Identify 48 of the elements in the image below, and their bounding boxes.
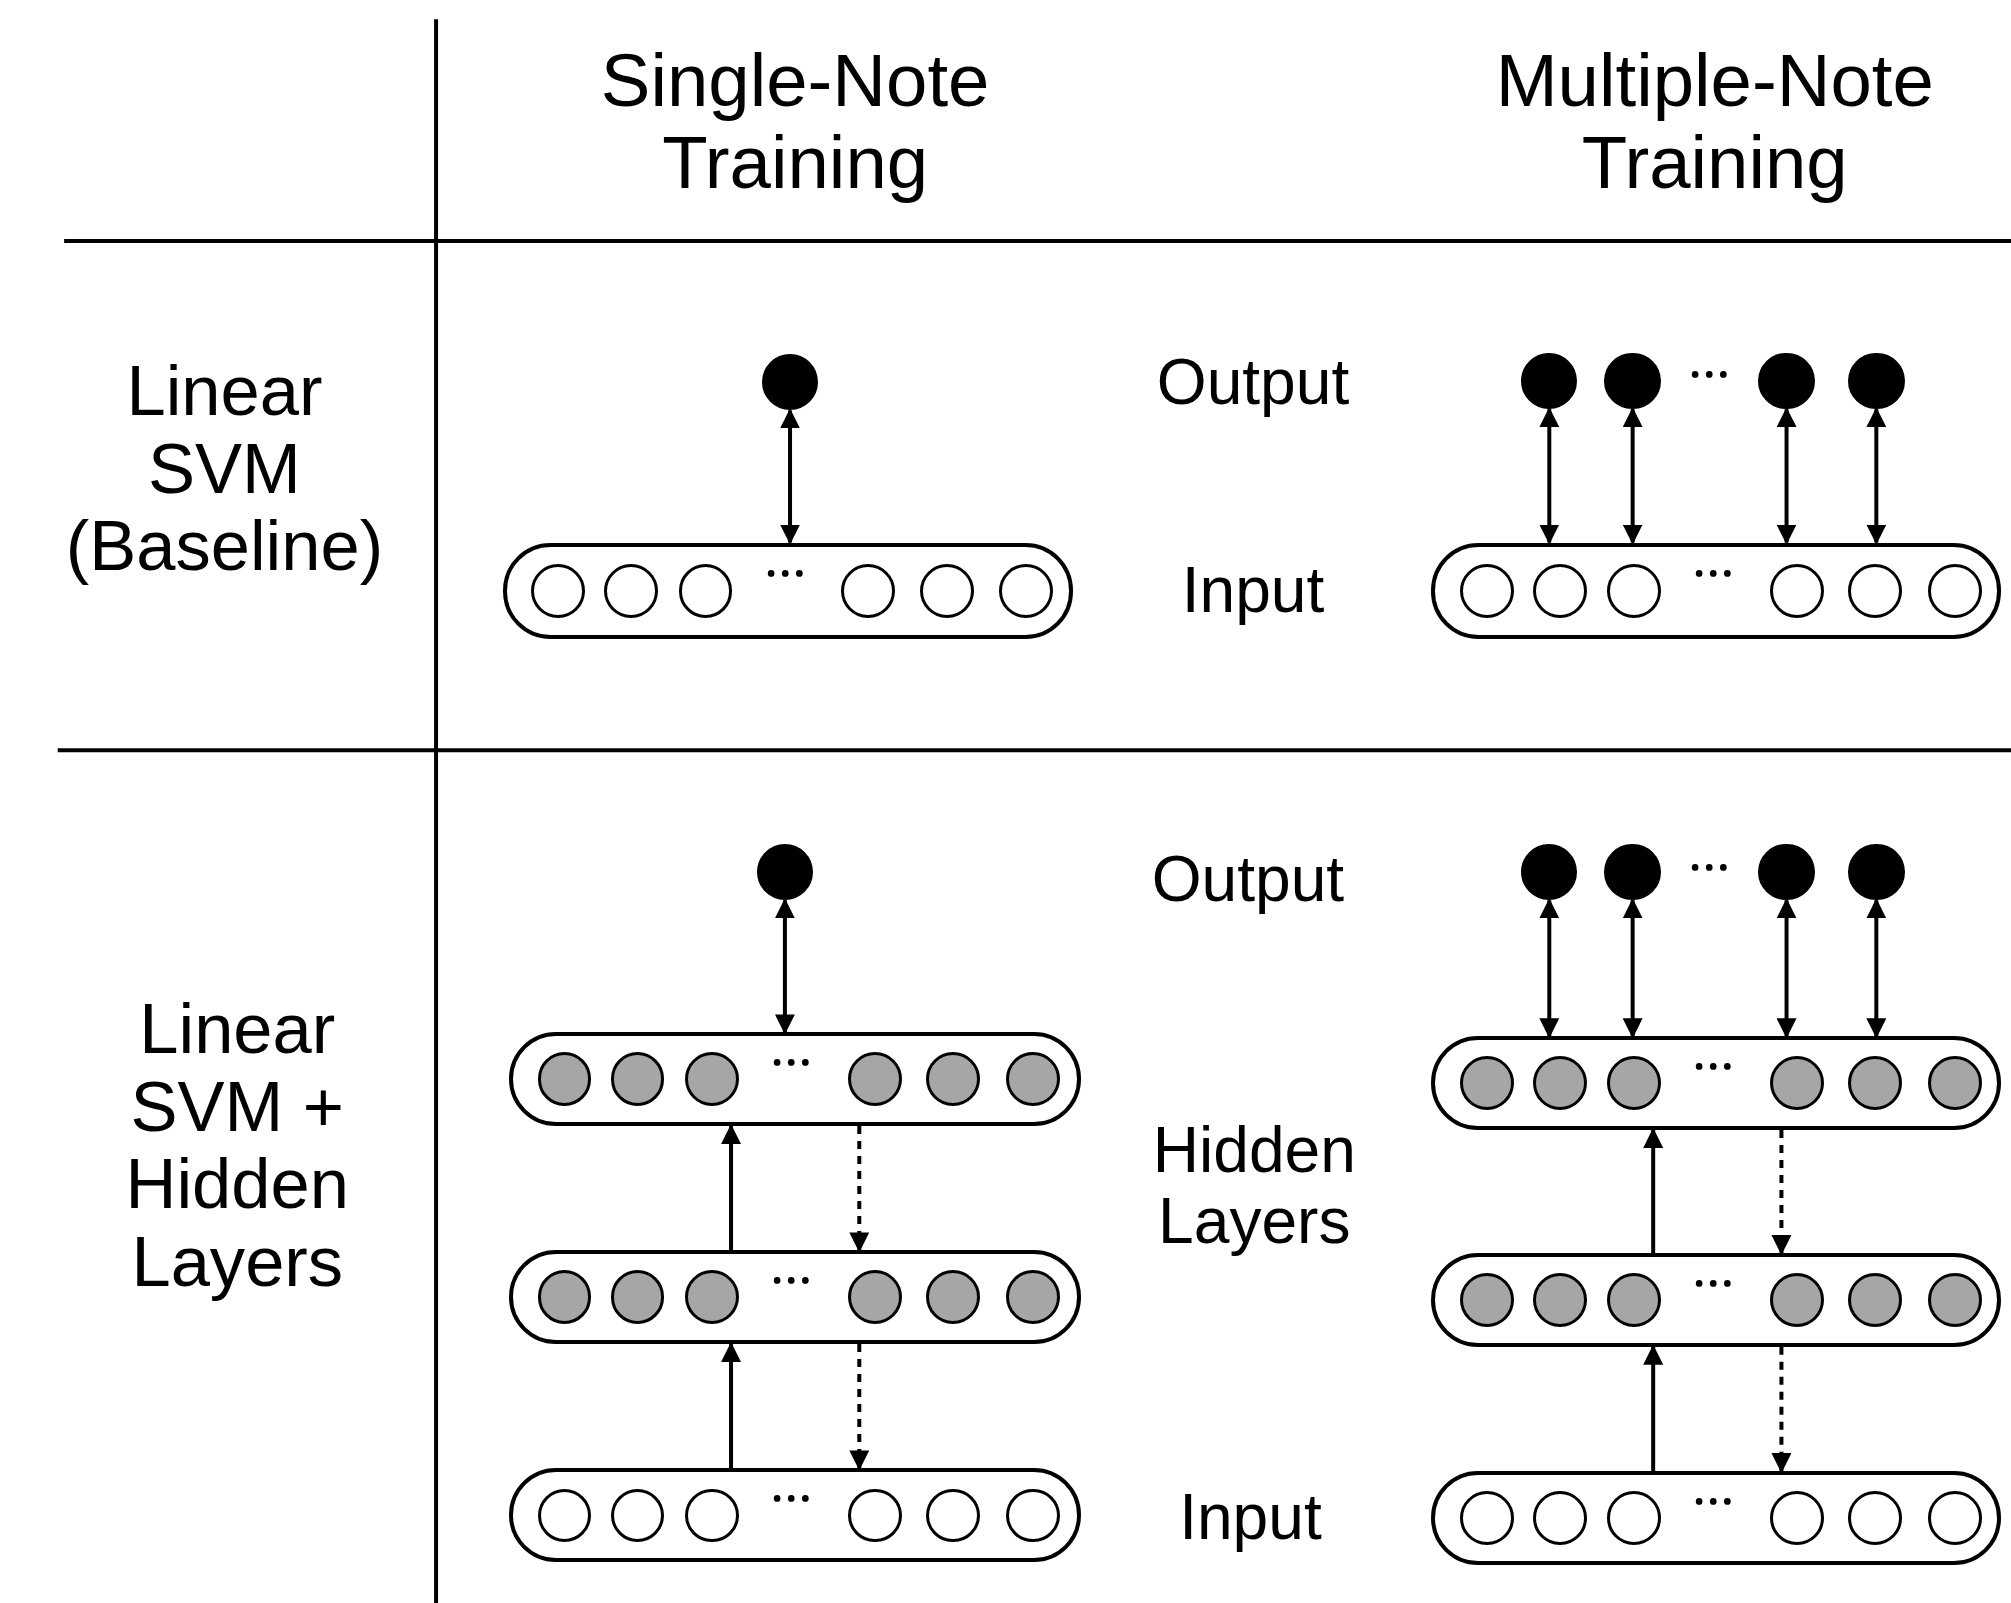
neuron-circle [1532, 1491, 1587, 1545]
layer-label: Output [1151, 843, 1345, 914]
neuron-circle [685, 1052, 739, 1107]
neuron-circle [1848, 1491, 1903, 1545]
layer-label: Hidden Layers [1152, 1115, 1356, 1257]
arrow [849, 1344, 870, 1471]
neuron-circle [1770, 1056, 1824, 1111]
row-header: Linear SVM + Hidden Layers [125, 990, 349, 1301]
neuron-circle [1770, 1273, 1824, 1327]
arrow [1776, 898, 1797, 1039]
neuron-circle [1607, 1056, 1661, 1111]
neuron-circle [1848, 1273, 1903, 1327]
neuron-circle [1607, 1273, 1661, 1327]
neuron-circle [926, 1052, 980, 1107]
row-header: Linear SVM (Baseline) [65, 351, 384, 585]
layer-label: Input [1179, 1481, 1322, 1553]
column-header: Single-Note Training [599, 40, 991, 204]
layer-label: Input [1181, 554, 1325, 626]
arrow [1776, 407, 1797, 545]
column-header: Multiple-Note Training [1494, 40, 1935, 204]
arrow [721, 1124, 742, 1251]
arrow [721, 1342, 742, 1469]
arrow [1866, 407, 1887, 545]
arrow [1771, 1346, 1792, 1474]
neuron-circle [926, 1270, 980, 1325]
neuron-circle [1927, 1273, 1982, 1327]
arrow [1539, 898, 1560, 1039]
arrow [1622, 407, 1643, 545]
arrow [849, 1126, 870, 1253]
arrow [1643, 1344, 1664, 1472]
neuron-circle [1927, 1491, 1982, 1545]
arrow [1643, 1127, 1664, 1254]
arrow [1866, 898, 1887, 1039]
neuron-circle [1607, 563, 1661, 618]
layer-label: Output [1156, 346, 1350, 418]
neuron-circle [531, 563, 585, 618]
neuron-circle [1607, 1491, 1661, 1545]
neuron-circle [1770, 563, 1824, 618]
neuron-circle [1532, 1273, 1587, 1327]
arrow [1771, 1129, 1792, 1256]
neuron-circle [1459, 1273, 1514, 1327]
neuron-circle [1459, 1491, 1514, 1545]
neuron-circle [685, 1270, 739, 1325]
neuron-circle [1770, 1491, 1824, 1545]
arrow [1539, 407, 1560, 545]
arrow [774, 898, 795, 1035]
arrow [1622, 898, 1643, 1039]
arrow [780, 408, 801, 545]
